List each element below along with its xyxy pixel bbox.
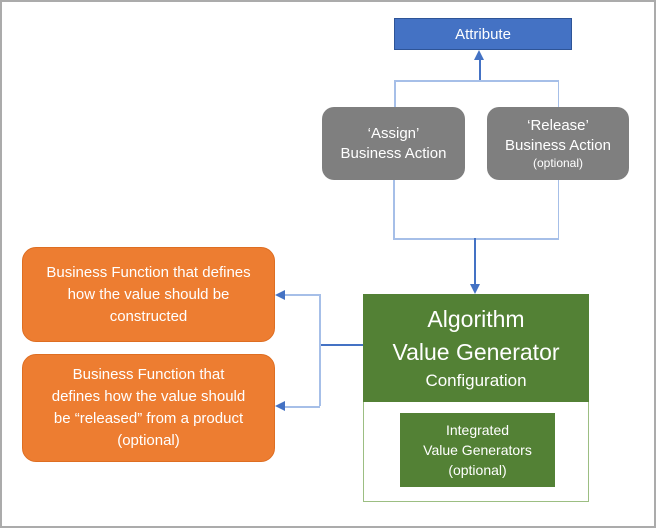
connector-left-vertical (319, 294, 321, 406)
generator-subtitle: Configuration (425, 371, 527, 390)
release-optional-label: (optional) (532, 156, 584, 170)
arrow-left-top-icon (275, 290, 285, 300)
business-function-release-node: Business Function that defines how the v… (22, 354, 275, 462)
release-line1: ‘Release’ (527, 117, 589, 134)
construct-line1: Business Function that defines (46, 263, 251, 281)
release-fn-line2: defines how the value should (51, 388, 246, 405)
connector-lower-right-leg (557, 180, 559, 238)
connector-lower-horizontal (393, 238, 559, 240)
assign-line2: Business Action (340, 144, 447, 162)
connector-down-stem (474, 238, 476, 285)
connector-bottom-branch (284, 406, 320, 408)
connector-upper-horizontal (394, 80, 559, 82)
construct-line3: constructed (109, 307, 188, 325)
connector-up-stem (479, 59, 481, 80)
integrated-line2: Value Generators (423, 442, 532, 458)
connector-upper-left-leg (394, 80, 396, 107)
algorithm-value-generator-node: Algorithm Value Generator Configuration … (363, 294, 589, 502)
integrated-line1: Integrated (445, 422, 510, 438)
arrow-left-bottom-icon (275, 401, 285, 411)
attribute-label: Attribute (455, 25, 511, 43)
generator-title-line1: Algorithm (427, 306, 525, 332)
generator-title-line2: Value Generator (392, 339, 560, 365)
arrow-down-icon (470, 284, 480, 294)
release-fn-line1: Business Function that (72, 366, 225, 383)
integrated-line3: (optional) (448, 462, 507, 478)
release-line2: Business Action (505, 137, 611, 154)
release-fn-line4: (optional) (117, 432, 180, 449)
arrow-up-icon (474, 50, 484, 60)
assign-business-action-node: ‘Assign’ Business Action (322, 107, 465, 180)
assign-line1: ‘Assign’ (367, 124, 420, 142)
connector-lower-left-leg (393, 180, 395, 238)
connector-upper-right-leg (557, 80, 559, 107)
release-business-action-node: ‘Release’ Business Action (optional) (487, 107, 629, 180)
integrated-value-generators-node: Integrated Value Generators (optional) (400, 413, 555, 487)
connector-top-branch (284, 294, 320, 296)
attribute-node: Attribute (394, 18, 572, 50)
connector-mid-horizontal (319, 344, 363, 346)
business-function-construct-node: Business Function that defines how the v… (22, 247, 275, 342)
construct-line2: how the value should be (67, 285, 230, 303)
generator-header: Algorithm Value Generator Configuration (363, 294, 589, 402)
release-fn-line3: be “released” from a product (53, 410, 244, 427)
